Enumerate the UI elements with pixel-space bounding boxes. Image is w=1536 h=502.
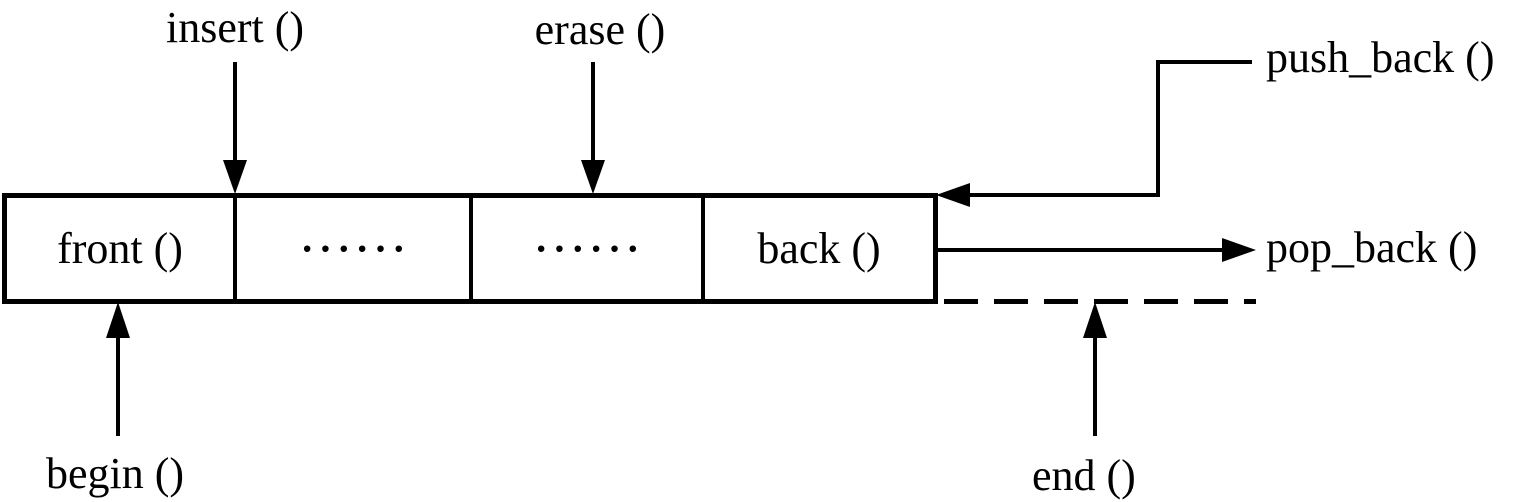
pop-back-arrowhead — [1222, 238, 1256, 262]
pop-back-arrow-shaft — [937, 248, 1225, 252]
begin-label: begin () — [46, 449, 185, 498]
end-arrowhead — [1083, 302, 1107, 338]
cell-ellipsis-1-label: ······ — [300, 226, 411, 271]
cell-ellipsis-1: ······ — [237, 198, 473, 299]
push-back-label: push_back () — [1266, 33, 1495, 82]
begin-arrowhead — [106, 302, 130, 338]
cell-back: back () — [705, 198, 933, 299]
cell-ellipsis-2: ······ — [473, 198, 705, 299]
erase-arrow-shaft — [591, 62, 595, 162]
array-box: front () ······ ······ back () — [2, 193, 938, 304]
cell-ellipsis-2-label: ······ — [534, 226, 645, 271]
dashed-extension-line — [944, 299, 1256, 304]
erase-arrowhead — [581, 160, 605, 194]
cell-front: front () — [7, 198, 237, 299]
insert-arrow-shaft — [233, 62, 237, 162]
insert-arrowhead — [223, 160, 247, 194]
cell-front-label: front () — [57, 224, 183, 273]
push-back-connector-vertical — [1156, 60, 1160, 197]
erase-label: erase () — [534, 5, 666, 54]
push-back-connector-top — [1156, 60, 1252, 64]
end-label: end () — [1032, 451, 1136, 500]
begin-arrow-shaft — [116, 336, 120, 436]
end-arrow-shaft — [1093, 336, 1097, 436]
cell-back-label: back () — [757, 224, 881, 273]
push-back-connector-bottom — [964, 193, 1160, 197]
pop-back-label: pop_back () — [1266, 223, 1478, 272]
push-back-arrowhead — [936, 183, 970, 207]
insert-label: insert () — [165, 3, 305, 52]
